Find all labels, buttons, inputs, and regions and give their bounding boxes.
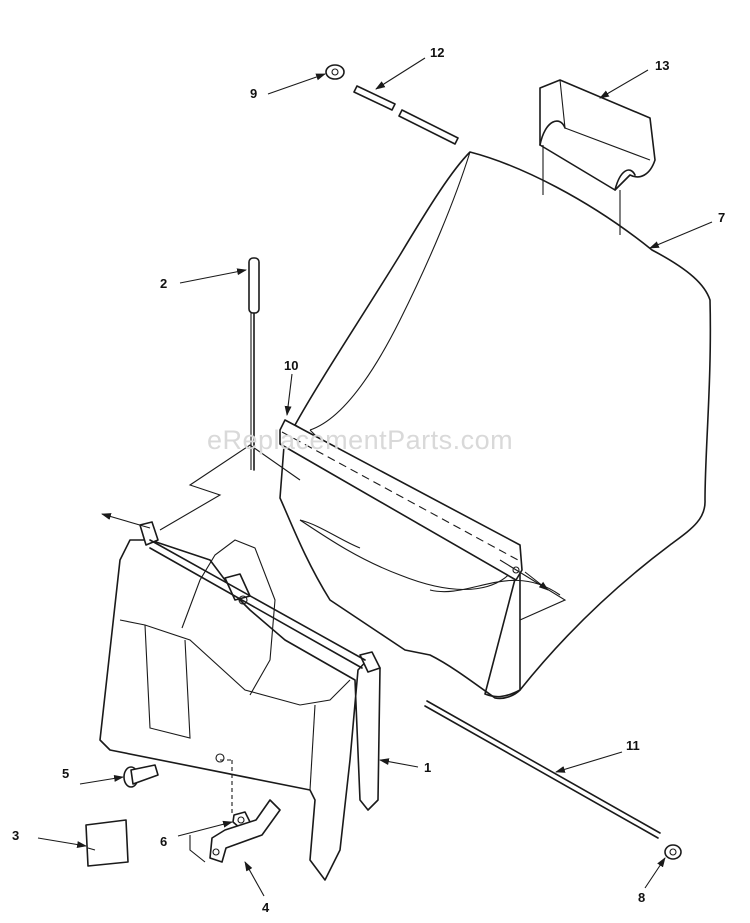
rivet-part-9 xyxy=(325,64,345,80)
vertical-rod-part xyxy=(248,257,260,471)
clip-part xyxy=(189,799,281,863)
callout-11: 11 xyxy=(626,738,640,753)
pin-rods-part xyxy=(353,85,459,145)
callout-9: 9 xyxy=(250,86,257,101)
horizontal-rod-part xyxy=(424,700,661,839)
assembly-outline xyxy=(159,444,567,621)
callout-10: 10 xyxy=(284,358,298,373)
leader-lines xyxy=(37,57,713,897)
bolt-part xyxy=(123,764,159,788)
callout-13: 13 xyxy=(655,58,669,73)
callout-5: 5 xyxy=(62,766,69,781)
callout-labels: 9 12 13 7 2 10 1 11 5 6 3 4 8 xyxy=(12,45,725,915)
support-bracket-part xyxy=(99,521,381,881)
callout-1: 1 xyxy=(424,760,431,775)
hanger-bracket-part xyxy=(539,79,656,235)
callout-2: 2 xyxy=(160,276,167,291)
rivet-part-8 xyxy=(664,844,682,860)
callout-4: 4 xyxy=(262,900,270,915)
decal-part xyxy=(85,819,129,867)
callout-7: 7 xyxy=(718,210,725,225)
callout-3: 3 xyxy=(12,828,19,843)
callout-8: 8 xyxy=(638,890,645,905)
watermark-text: eReplacementParts.com xyxy=(207,425,513,455)
callout-12: 12 xyxy=(430,45,444,60)
callout-6: 6 xyxy=(160,834,167,849)
bag-frame-part xyxy=(279,419,523,700)
